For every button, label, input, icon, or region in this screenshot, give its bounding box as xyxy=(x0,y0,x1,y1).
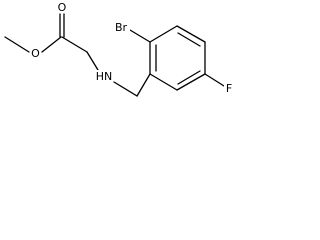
amine-label: HN xyxy=(96,70,113,83)
carbonyl-oxygen-label: O xyxy=(58,1,67,14)
bond-ch2-nitrogen xyxy=(86,51,99,71)
fluorine-label: F xyxy=(226,82,232,95)
ring-bond-2 xyxy=(149,25,178,43)
bromine-label: Br xyxy=(115,21,128,34)
bond-ring-bromine xyxy=(129,29,151,43)
ring-bond-3 xyxy=(176,25,206,43)
bond-benzyl-ring xyxy=(136,73,151,97)
ring-bond-6 xyxy=(149,73,178,91)
molecule-structure: O O HN Br F xyxy=(4,1,234,97)
bond-carbonyl-ch2 xyxy=(61,36,88,53)
bond-ring-fluorine xyxy=(204,73,225,87)
bond-nitrogen-benzyl xyxy=(113,81,138,97)
ring-bond-3-inner xyxy=(177,32,201,47)
ester-oxygen-label: O xyxy=(31,47,40,60)
bond-oxygen-carbonyl xyxy=(41,36,62,53)
ring-bond-5-inner xyxy=(177,70,201,85)
ring-bond-5 xyxy=(176,73,206,91)
bond-methyl-oxygen xyxy=(4,36,30,53)
